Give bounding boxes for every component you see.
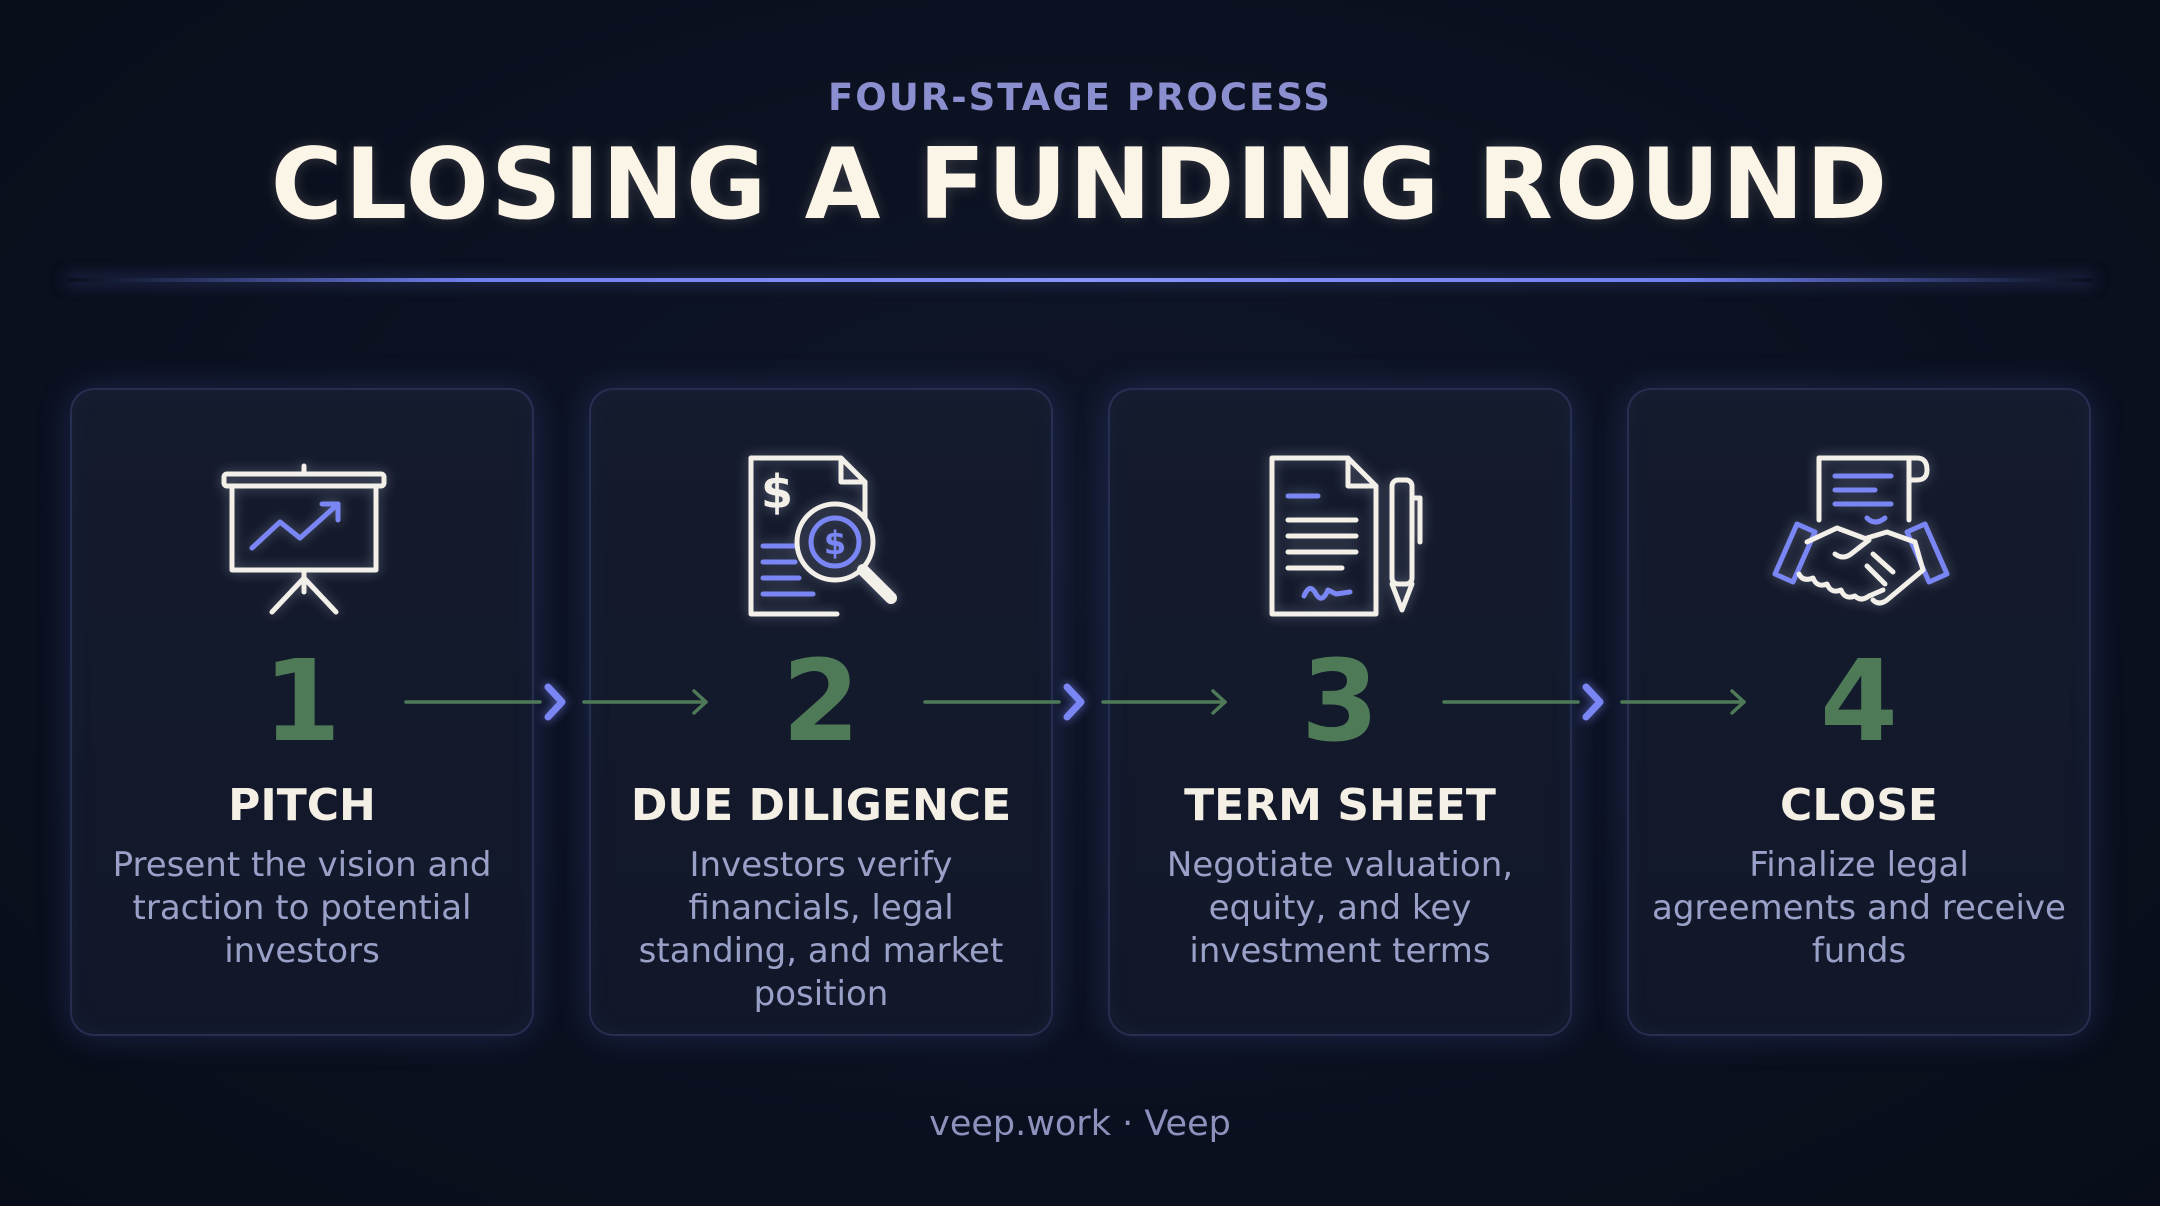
svg-text:$: $ bbox=[761, 465, 793, 519]
connector-arrow-3-4 bbox=[1442, 683, 1746, 721]
handshake-contract-icon bbox=[1772, 455, 1950, 606]
stage-description: Present the vision and traction to poten… bbox=[112, 845, 492, 971]
stage-card-pitch: 1 PITCH Present the vision and traction … bbox=[70, 388, 534, 1036]
stage-title: CLOSE bbox=[1780, 780, 1938, 831]
stage-title: PITCH bbox=[228, 780, 376, 831]
document-magnifier-dollar-icon: $ $ bbox=[748, 455, 897, 617]
connector-arrow-2-3 bbox=[923, 683, 1227, 721]
eyebrow-label: FOUR-STAGE PROCESS bbox=[828, 76, 1332, 119]
stage-number: 2 bbox=[782, 637, 860, 767]
document-pen-icon bbox=[1269, 455, 1423, 617]
title-divider bbox=[66, 278, 2094, 282]
stage-number: 3 bbox=[1301, 637, 1379, 767]
stage-description: Finalize legal agreements and receive fu… bbox=[1652, 845, 2066, 971]
stage-title: DUE DILIGENCE bbox=[630, 780, 1012, 831]
stage-description: Investors verify financials, legal stand… bbox=[638, 845, 1004, 1014]
stage-number: 1 bbox=[263, 637, 341, 767]
page-title: CLOSING A FUNDING ROUND bbox=[270, 128, 1890, 242]
stage-card-close: 4 CLOSE Finalize legal agreements and re… bbox=[1627, 388, 2091, 1036]
stage-title: TERM SHEET bbox=[1184, 780, 1496, 831]
stage-card-due-diligence: $ $ 2 DUE DILIGENCE Investors verify fin… bbox=[589, 388, 1053, 1036]
stage-number: 4 bbox=[1820, 637, 1898, 767]
stage-description: Negotiate valuation, equity, and key inv… bbox=[1166, 845, 1514, 971]
svg-text:$: $ bbox=[824, 524, 846, 562]
stage-card-term-sheet: 3 TERM SHEET Negotiate valuation, equity… bbox=[1108, 388, 1572, 1036]
presentation-chart-icon bbox=[221, 463, 387, 615]
footer-credit: veep.work · Veep bbox=[929, 1104, 1231, 1144]
connector-arrow-1-2 bbox=[404, 683, 708, 721]
